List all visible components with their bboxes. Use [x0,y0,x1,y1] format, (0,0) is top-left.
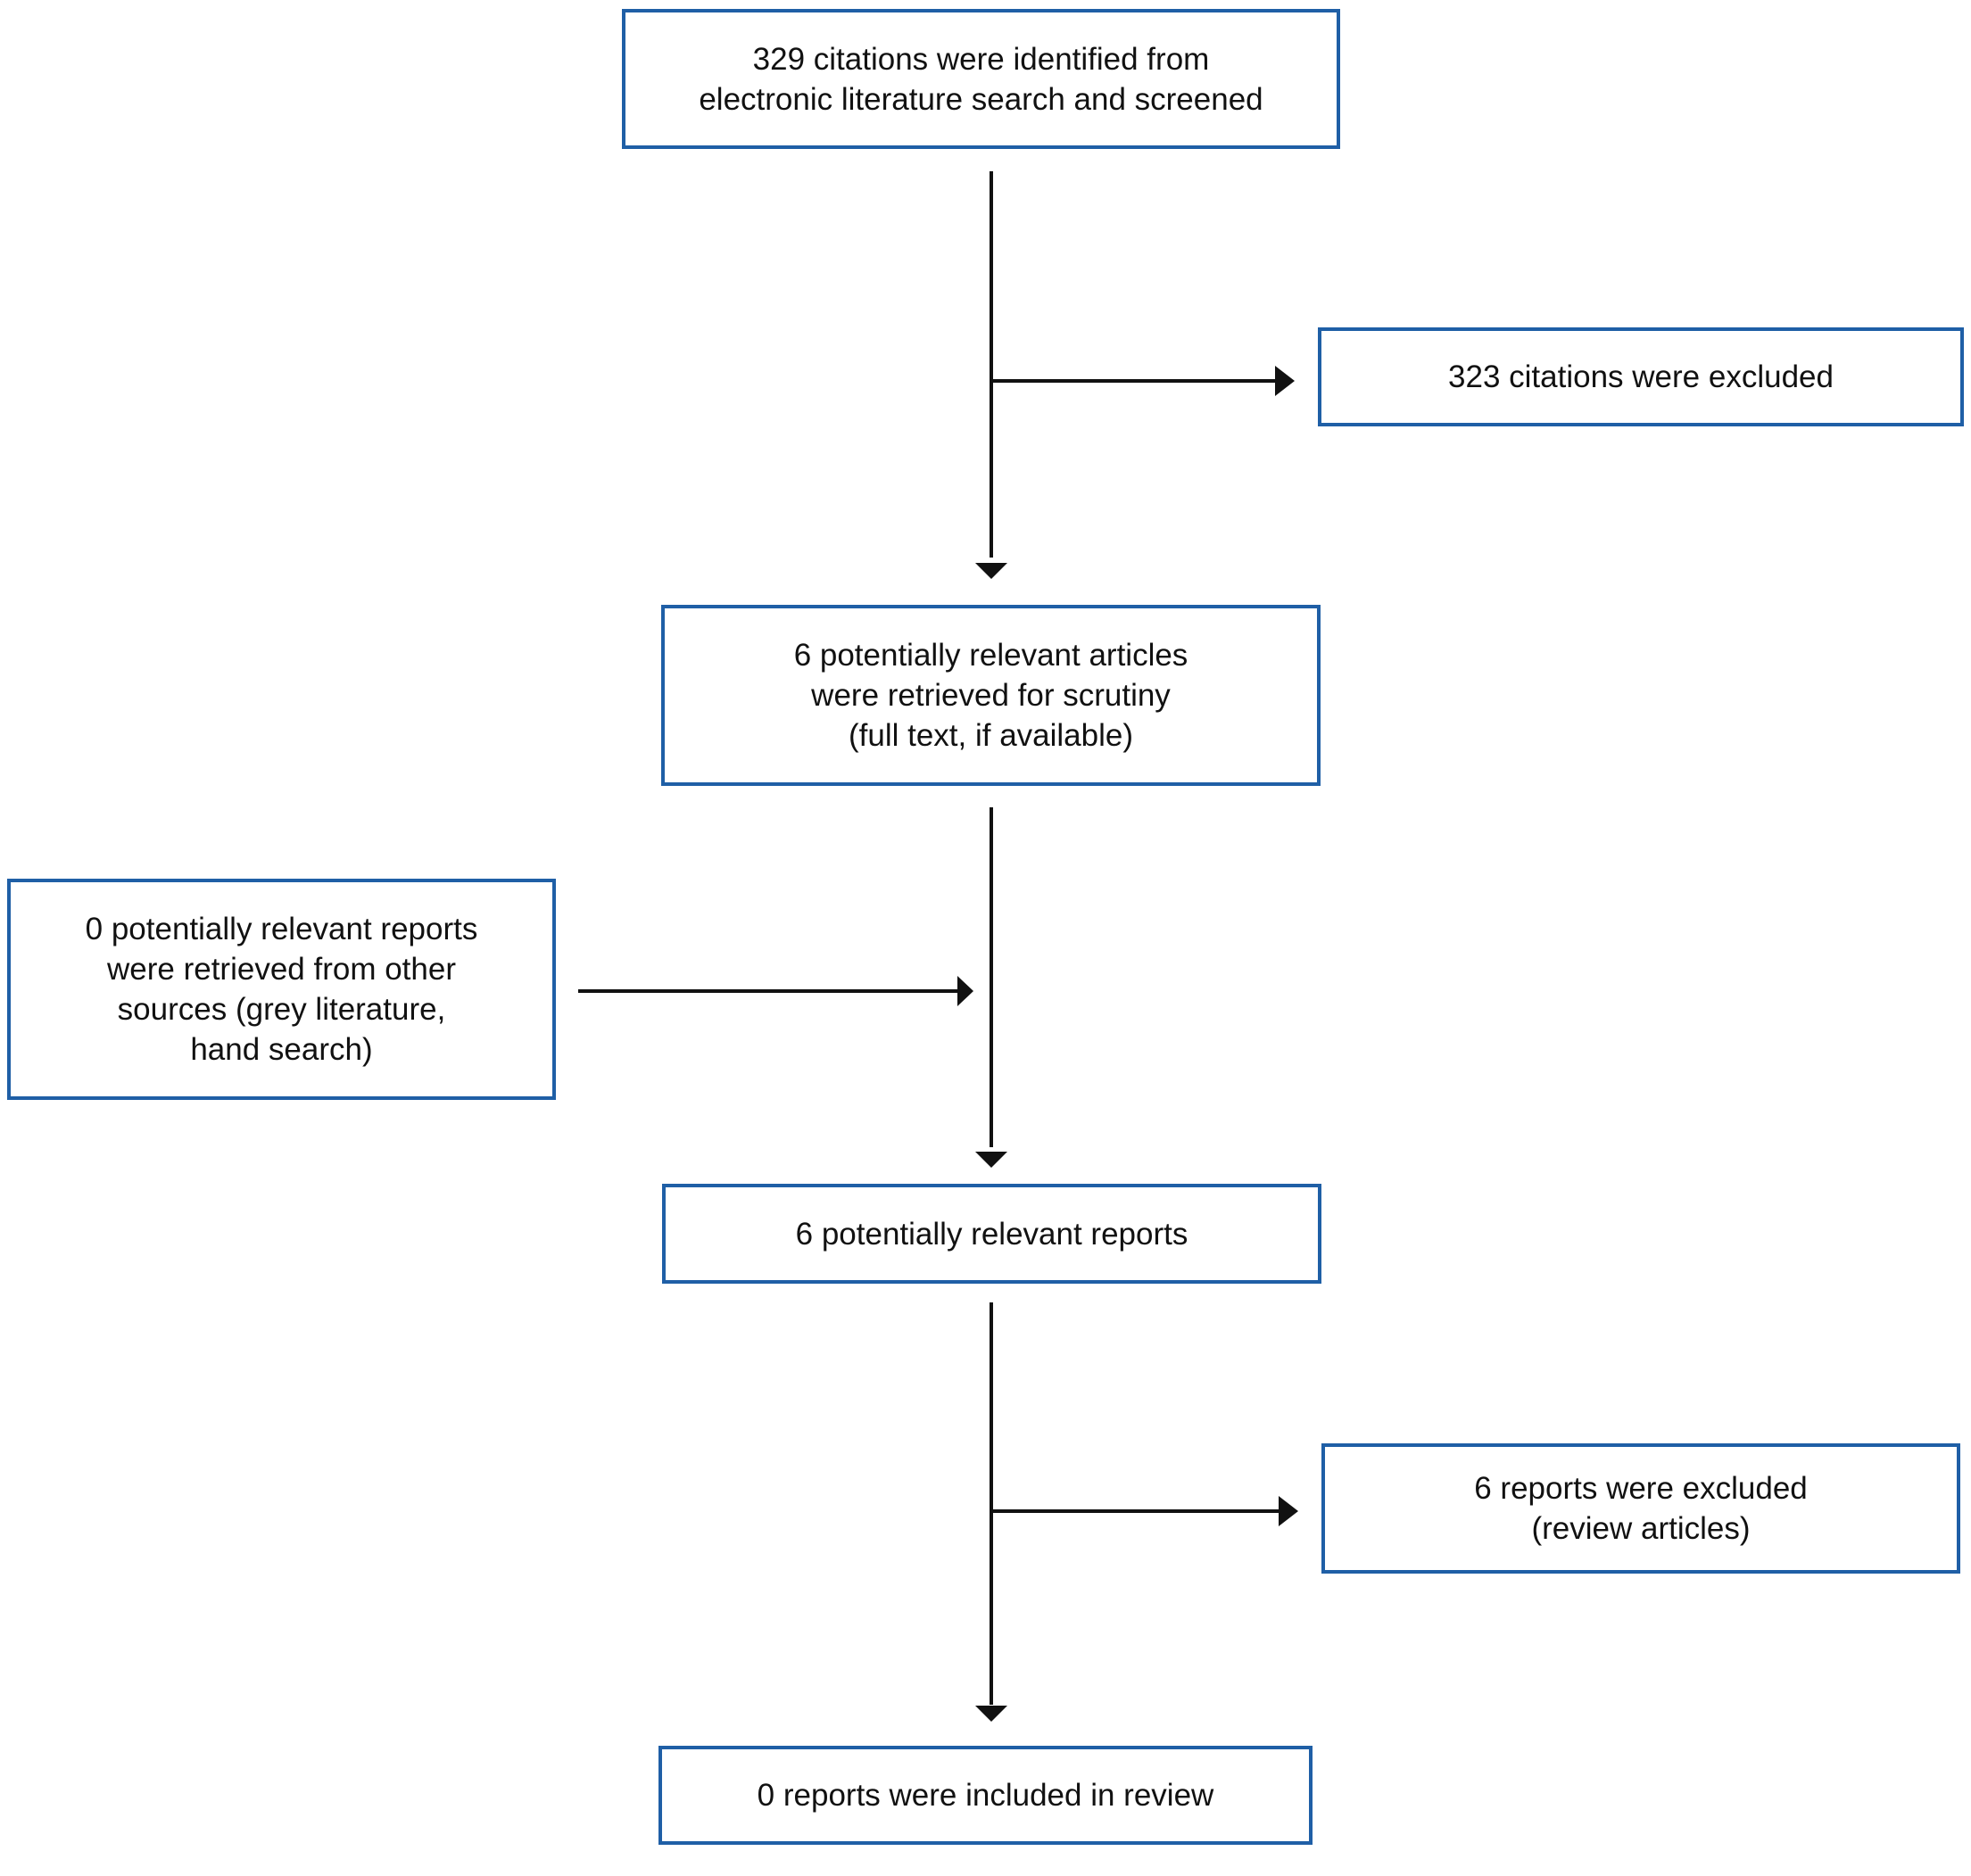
box-identified-citations-text: 329 citations were identified from elect… [699,41,1263,117]
box-excluded-citations-text: 323 citations were excluded [1448,359,1834,394]
box-other-sources-text: 0 potentially relevant reports were retr… [85,912,478,1067]
box-retrieved-articles-text: 6 potentially relevant articles were ret… [793,638,1188,753]
arrowhead-down-3 [975,1706,1007,1722]
box-identified-citations: 329 citations were identified from elect… [622,9,1340,149]
arrowhead-right-1 [1275,366,1295,396]
arrowhead-right-3 [1279,1496,1298,1526]
box-relevant-reports: 6 potentially relevant reports [662,1184,1321,1284]
arrowhead-right-2 [957,976,973,1006]
arrowhead-down-1 [975,563,1007,579]
box-excluded-citations: 323 citations were excluded [1318,327,1964,426]
box-excluded-reports-text: 6 reports were excluded (review articles… [1474,1471,1808,1546]
box-retrieved-articles: 6 potentially relevant articles were ret… [661,605,1321,786]
box-excluded-reports: 6 reports were excluded (review articles… [1321,1443,1960,1574]
arrowhead-down-2 [975,1152,1007,1168]
box-included-reports-text: 0 reports were included in review [757,1778,1214,1813]
box-relevant-reports-text: 6 potentially relevant reports [795,1216,1188,1252]
box-other-sources: 0 potentially relevant reports were retr… [7,879,556,1100]
box-included-reports: 0 reports were included in review [658,1746,1313,1845]
